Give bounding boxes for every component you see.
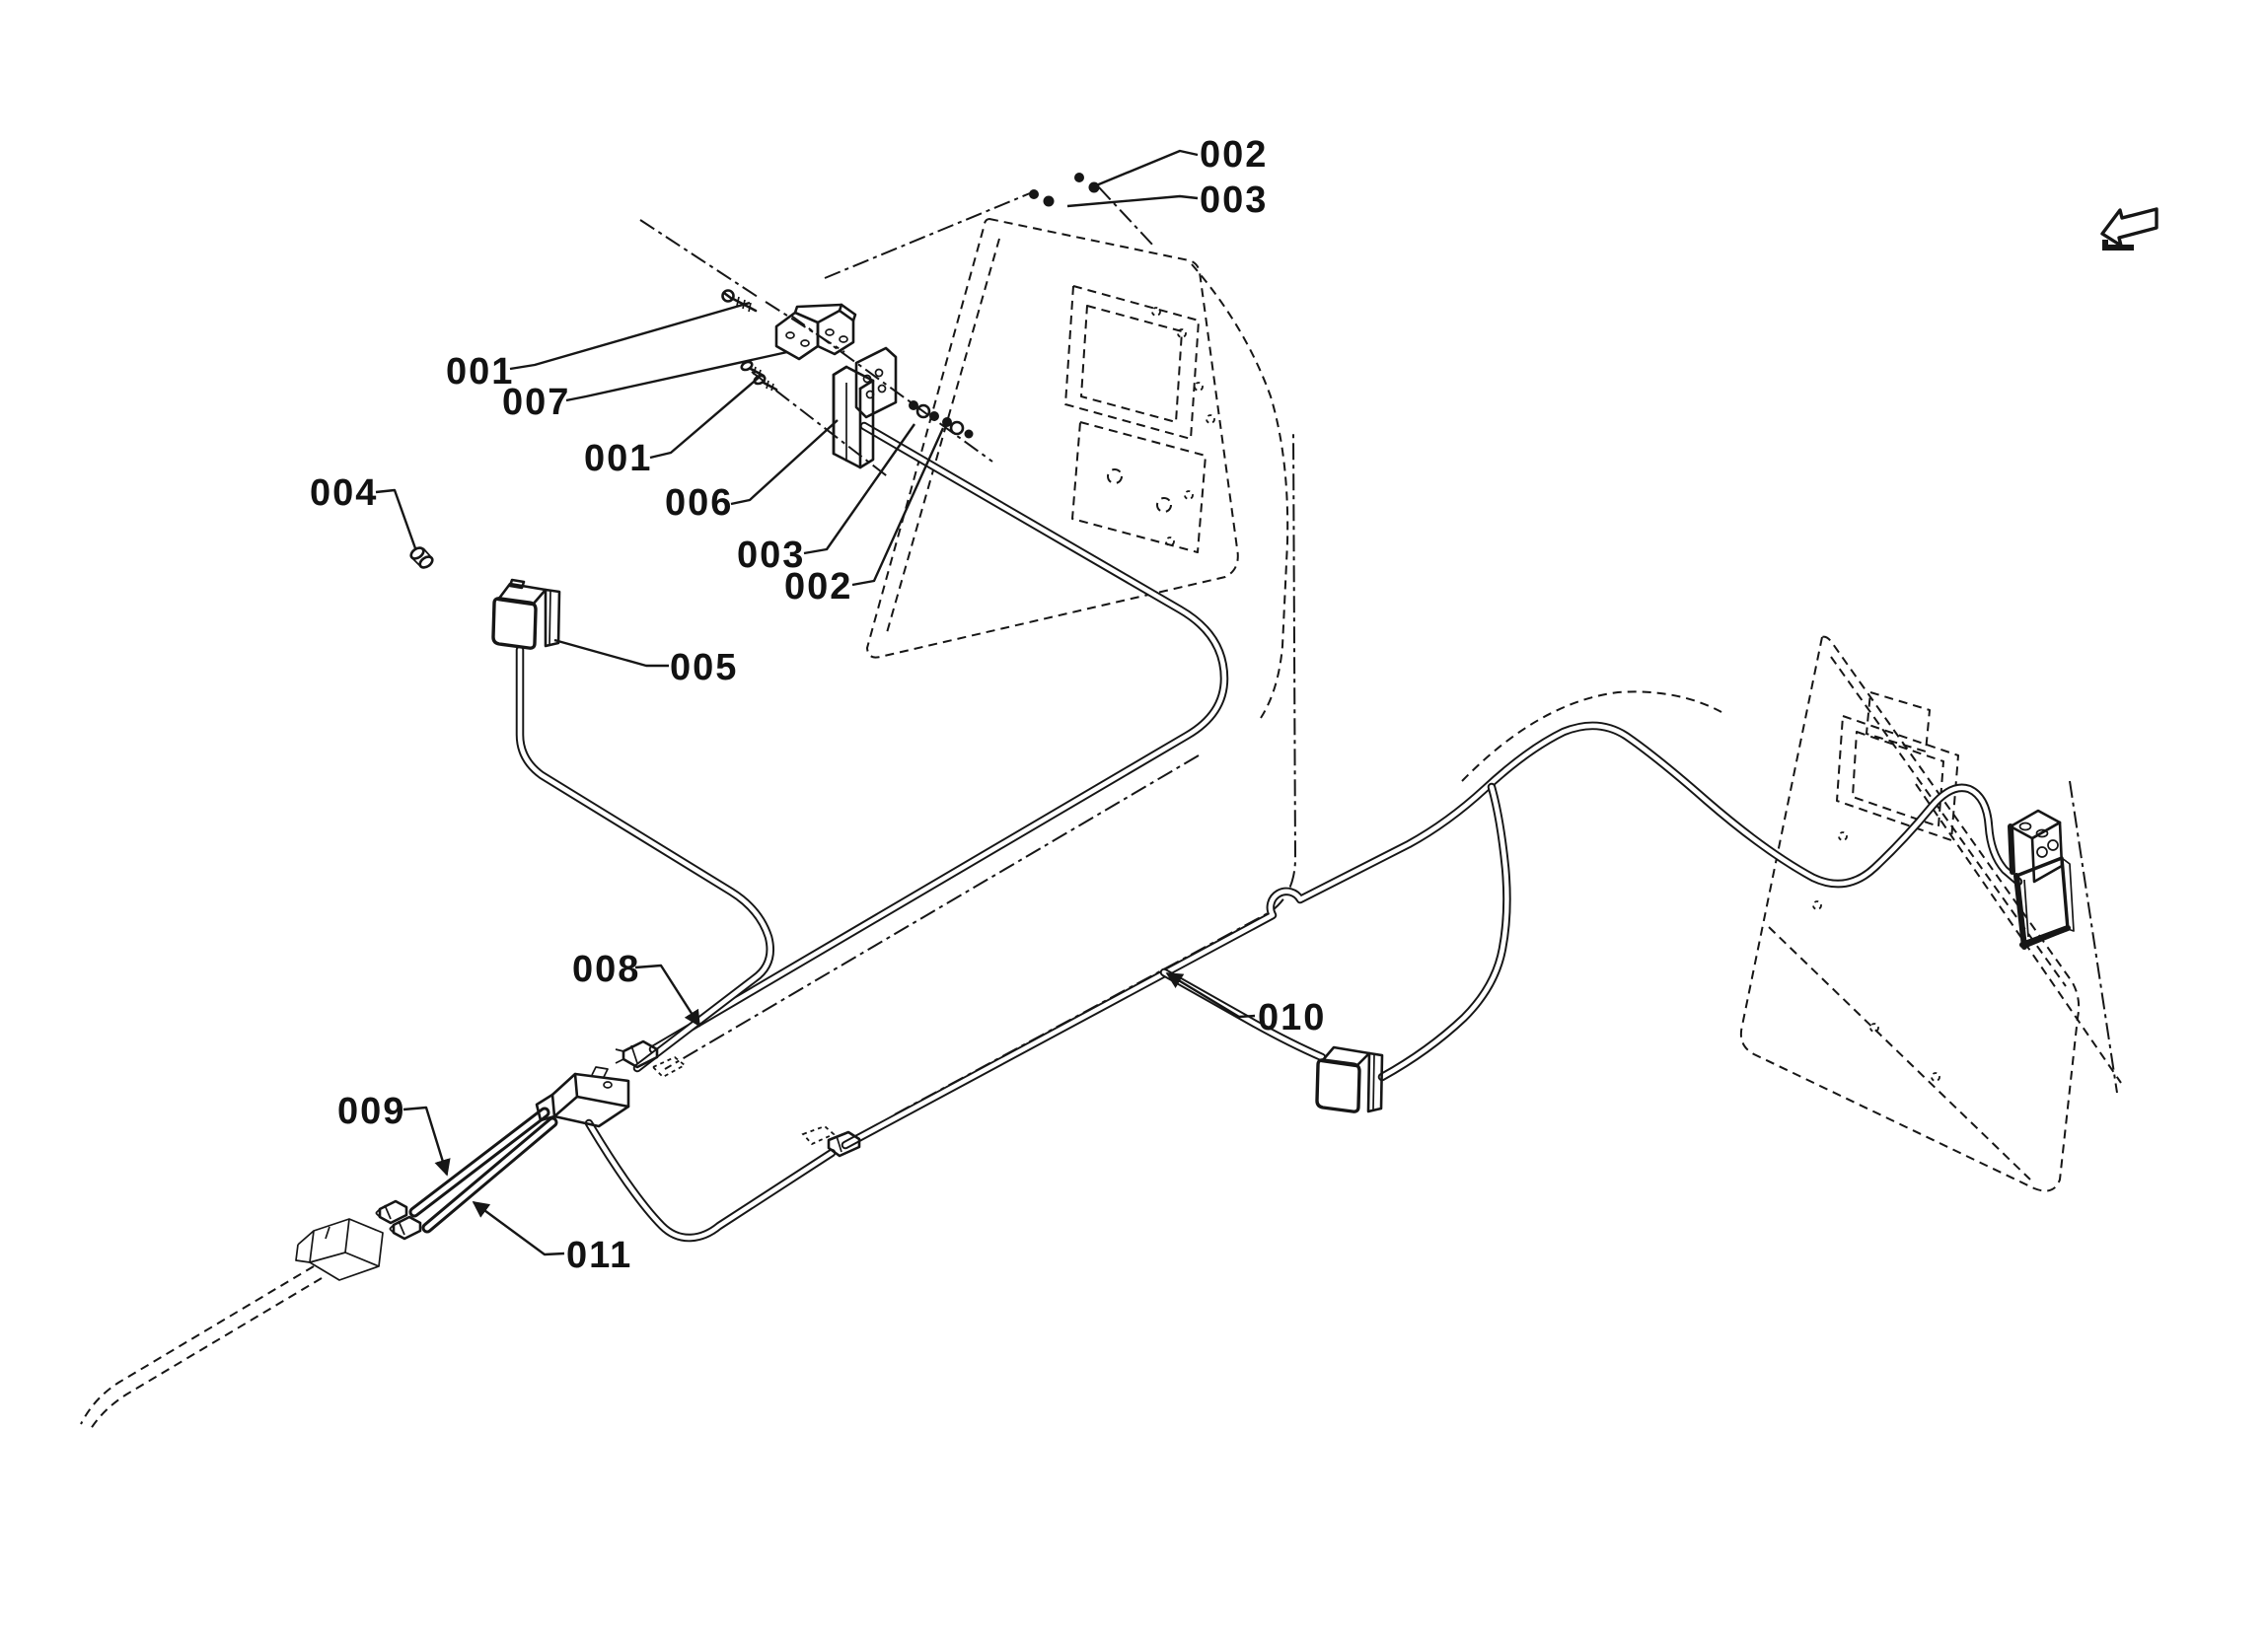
- clip-004: [409, 546, 434, 569]
- part-callout-002-b: 002: [784, 566, 853, 608]
- part-callout-011: 011: [566, 1235, 633, 1276]
- connector-010: [1315, 1045, 1384, 1113]
- nuts-washers-lower: [909, 400, 974, 439]
- flasher-unit-006: [832, 346, 898, 469]
- wire-harness-010: [841, 721, 2023, 1150]
- wire-009-leads: [408, 1107, 558, 1234]
- part-callout-003-a: 003: [1200, 179, 1269, 221]
- bolts-top: [1029, 173, 1100, 207]
- page-back-arrow-icon[interactable]: [2100, 207, 2158, 250]
- part-callout-003-b: 003: [737, 535, 806, 576]
- part-callout-001-b: 001: [584, 438, 653, 479]
- ghost-panel-right: [1739, 635, 2122, 1192]
- callout-leader-lines: [375, 149, 1256, 1256]
- part-callout-005: 005: [670, 647, 739, 688]
- wire-harness-006-to-008: [648, 421, 1229, 1054]
- assembly-axis-lines: [639, 186, 1155, 479]
- ghost-panel-top: [866, 218, 1289, 719]
- part-callout-008: 008: [572, 949, 641, 990]
- right-lamp-assembly: [2008, 809, 2075, 950]
- part-callout-010: 010: [1258, 997, 1327, 1038]
- terminal-008: [615, 1039, 687, 1079]
- part-callout-007: 007: [502, 382, 571, 423]
- part-callout-001-a: 001: [446, 351, 515, 393]
- part-callout-006: 006: [665, 482, 734, 524]
- part-callout-002-a: 002: [1200, 134, 1269, 176]
- part-callout-004: 004: [310, 472, 379, 514]
- bracket-007: [774, 303, 857, 361]
- connector-009: [535, 1066, 630, 1128]
- spade-terminals: [375, 1199, 422, 1241]
- connector-005: [491, 578, 561, 650]
- terminal-sag: [801, 1124, 861, 1158]
- wire-harness-005: [515, 645, 774, 1073]
- wire-sag-to-terminal: [584, 1118, 837, 1243]
- part-callout-009: 009: [337, 1091, 406, 1132]
- ghost-harness-routing: [80, 431, 1722, 1433]
- screws-001-lower: [740, 360, 778, 392]
- phantom-connector: [295, 1218, 384, 1281]
